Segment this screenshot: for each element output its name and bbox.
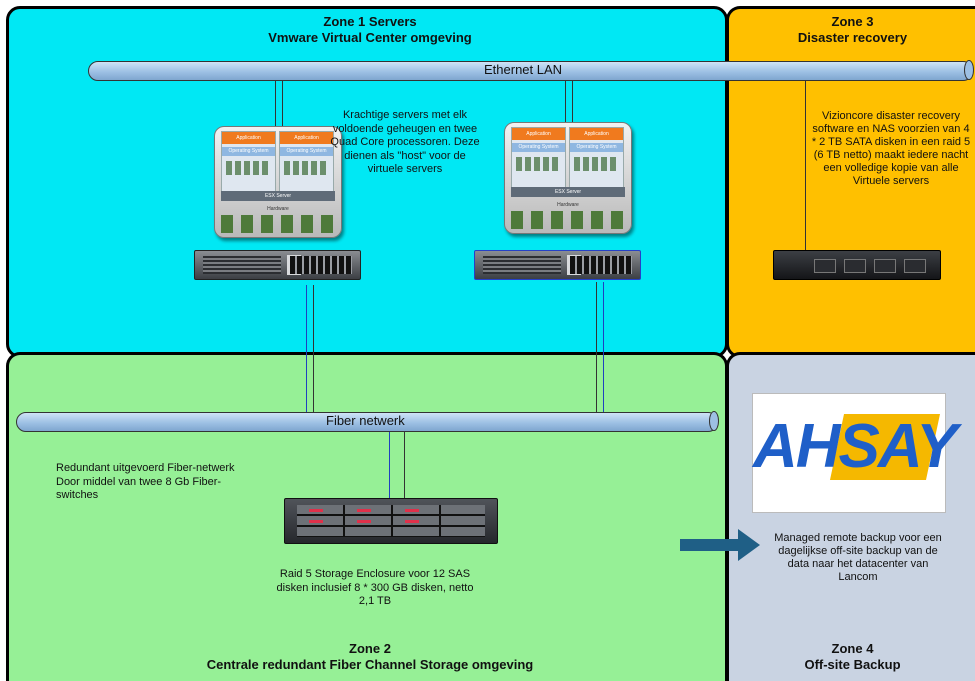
ethernet-lan-pipe-cap — [964, 60, 974, 80]
application-label: Application — [512, 128, 565, 140]
os-label: Operating System — [222, 147, 275, 156]
hardware-parts-icon — [511, 211, 625, 229]
server1-lan-link-a — [275, 80, 276, 130]
backup-arrow-shaft — [680, 539, 740, 551]
driver-icons — [574, 157, 619, 171]
server1-lan-link-b — [282, 80, 283, 130]
esx-host-1-diagram: Application Operating System Application… — [214, 126, 342, 238]
nas-slot — [844, 259, 866, 273]
disk-led — [405, 520, 419, 523]
server1-fiber-link-b — [313, 285, 314, 412]
esx-layer-label: ESX Server — [221, 191, 335, 201]
zone-1-title-text: Zone 1 Servers — [323, 14, 417, 29]
zone-2-title-text: Zone 2 — [349, 641, 391, 656]
os-label: Operating System — [570, 143, 623, 152]
vm-block: Application Operating System — [279, 131, 334, 193]
zone-4-subtitle: Off-site Backup — [804, 657, 901, 672]
vm-block: Application Operating System — [511, 127, 566, 189]
disk-led — [405, 509, 419, 512]
zone-1-subtitle: Vmware Virtual Center omgeving — [268, 30, 472, 45]
disaster-recovery-note: Vizioncore disaster recovery software en… — [811, 110, 971, 187]
backup-arrow-icon — [738, 529, 760, 561]
nas-device-icon — [773, 250, 941, 280]
rack-server-2-icon — [474, 250, 641, 280]
fiber-note: Redundant uitgevoerd Fiber-netwerk Door … — [56, 462, 235, 501]
os-label: Operating System — [280, 147, 333, 156]
server2-fiber-link-a — [596, 282, 597, 412]
zone-3-title-text: Zone 3 — [831, 14, 874, 29]
hardware-label: Hardware — [557, 202, 579, 208]
nas-slot — [874, 259, 896, 273]
driver-icons — [516, 157, 561, 171]
disk-led — [309, 509, 323, 512]
application-label: Application — [570, 128, 623, 140]
vm-block: Application Operating System — [221, 131, 276, 193]
rack-drive-bays — [290, 256, 352, 274]
fiber-network-label: Fiber netwerk — [326, 413, 405, 428]
esx-layer-label: ESX Server — [511, 187, 625, 197]
rack-drive-bays — [570, 256, 632, 274]
zone-4-title: Zone 4 Off-site Backup — [770, 641, 935, 673]
zone-4-title-text: Zone 4 — [831, 641, 874, 656]
esx-host-2-diagram: Application Operating System Application… — [504, 122, 632, 234]
server2-fiber-link-b — [603, 282, 604, 412]
ahsay-logo-text: AHSAY — [753, 412, 957, 481]
disk-led — [357, 520, 371, 523]
server2-lan-link-a — [565, 80, 566, 122]
nas-lan-link — [805, 80, 806, 250]
zone-3-subtitle: Disaster recovery — [797, 30, 908, 45]
zone-1-title: Zone 1 Servers Vmware Virtual Center omg… — [200, 14, 540, 46]
server1-fiber-link-a — [306, 285, 307, 412]
storage-disks — [297, 505, 485, 537]
application-label: Application — [280, 132, 333, 144]
storage-fiber-link-a — [389, 430, 390, 500]
hardware-parts-icon — [221, 215, 335, 233]
zone-2-subtitle: Centrale redundant Fiber Channel Storage… — [206, 657, 534, 672]
nas-slot — [904, 259, 926, 273]
disk-led — [309, 520, 323, 523]
ahsay-logo: AHSAY — [752, 393, 957, 513]
fiber-network-pipe — [16, 411, 719, 432]
vm-block: Application Operating System — [569, 127, 624, 189]
servers-note: Krachtige servers met elk voldoende gehe… — [330, 109, 480, 175]
application-label: Application — [222, 132, 275, 144]
ethernet-lan-pipe — [88, 60, 974, 81]
driver-icons — [284, 161, 329, 175]
storage-fiber-link-b — [404, 430, 405, 500]
backup-note: Managed remote backup voor een dagelijks… — [774, 532, 942, 583]
storage-enclosure-icon — [284, 498, 498, 544]
rack-grill — [483, 256, 561, 274]
hardware-label: Hardware — [267, 206, 289, 212]
driver-icons — [226, 161, 271, 175]
rack-grill — [203, 256, 281, 274]
storage-note: Raid 5 Storage Enclosure voor 12 SAS dis… — [276, 568, 474, 607]
rack-server-1-icon — [194, 250, 361, 280]
nas-slot — [814, 259, 836, 273]
disk-led — [357, 509, 371, 512]
os-label: Operating System — [512, 143, 565, 152]
server2-lan-link-b — [572, 80, 573, 122]
zone-3-title: Zone 3 Disaster recovery — [770, 14, 935, 46]
fiber-network-pipe-cap — [709, 411, 719, 431]
ethernet-lan-label: Ethernet LAN — [484, 62, 563, 77]
zone-2-title: Zone 2 Centrale redundant Fiber Channel … — [170, 641, 570, 673]
